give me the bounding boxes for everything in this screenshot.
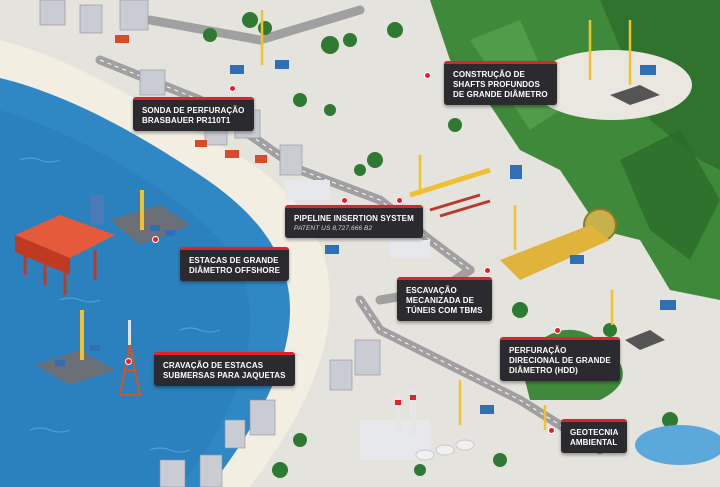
marker-geotecnia[interactable] [548, 427, 555, 434]
callout-geotecnia-line1: GEOTECNIA [570, 428, 619, 437]
offshore-platform [15, 195, 115, 295]
callout-shafts-line2: SHAFTS PROFUNDOS [453, 80, 540, 89]
callout-cravacao-line2: SUBMERSAS PARA JAQUETAS [163, 371, 286, 380]
callout-escavacao-line3: TÚNEIS COM TBMS [406, 306, 483, 315]
callout-hdd[interactable]: PERFURAÇÃO DIRECIONAL DE GRANDE DIÂMETRO… [500, 337, 620, 381]
callout-hdd-line1: PERFURAÇÃO [509, 346, 567, 355]
marker-pipeline[interactable] [341, 197, 348, 204]
callout-pipeline-patent: PATENT US 8,727,666 B2 [294, 225, 373, 232]
callout-hdd-line2: DIRECIONAL DE GRANDE [509, 356, 611, 365]
callout-shafts-line1: CONSTRUÇÃO DE [453, 70, 525, 79]
callout-sonda-line1: SONDA DE PERFURAÇÃO [142, 106, 245, 115]
marker-shafts[interactable] [424, 72, 431, 79]
marker-sonda[interactable] [229, 85, 236, 92]
callout-estacas-line1: ESTACAS DE GRANDE [189, 256, 279, 265]
callout-estacas[interactable]: ESTACAS DE GRANDE DIÂMETRO OFFSHORE [180, 247, 290, 281]
callout-shafts-line3: DE GRANDE DIÂMETRO [453, 90, 548, 99]
power-plant [395, 390, 475, 461]
callout-sonda[interactable]: SONDA DE PERFURAÇÃO BRASBAUER PR110T1 [133, 97, 254, 131]
marker-escavacao[interactable] [484, 267, 491, 274]
callout-escavacao-line2: MECANIZADA DE [406, 296, 475, 305]
marker-estacas[interactable] [152, 236, 159, 243]
callout-hdd-line3: DIÂMETRO (HDD) [509, 366, 578, 375]
marker-hdd[interactable] [554, 327, 561, 334]
marker-cravacao[interactable] [125, 358, 132, 365]
city-buildings [39, 0, 430, 487]
callout-geotecnia-line2: AMBIENTAL [570, 438, 618, 447]
callout-escavacao[interactable]: ESCAVAÇÃO MECANIZADA DE TÚNEIS COM TBMS [397, 277, 492, 321]
callout-pipeline-line1: PIPELINE INSERTION SYSTEM [294, 214, 414, 223]
callout-geotecnia[interactable]: GEOTECNIA AMBIENTAL [561, 419, 628, 453]
callout-cravacao-line1: CRAVAÇÃO DE ESTACAS [163, 361, 264, 370]
callout-cravacao[interactable]: CRAVAÇÃO DE ESTACAS SUBMERSAS PARA JAQUE… [154, 352, 295, 386]
callout-pipeline[interactable]: PIPELINE INSERTION SYSTEM PATENT US 8,72… [285, 205, 423, 238]
callout-sonda-line2: BRASBAUER PR110T1 [142, 116, 231, 125]
callout-estacas-line2: DIÂMETRO OFFSHORE [189, 266, 281, 275]
marker-pipeline-2[interactable] [396, 197, 403, 204]
callout-escavacao-line1: ESCAVAÇÃO [406, 286, 457, 295]
callout-shafts[interactable]: CONSTRUÇÃO DE SHAFTS PROFUNDOS DE GRANDE… [444, 61, 557, 105]
